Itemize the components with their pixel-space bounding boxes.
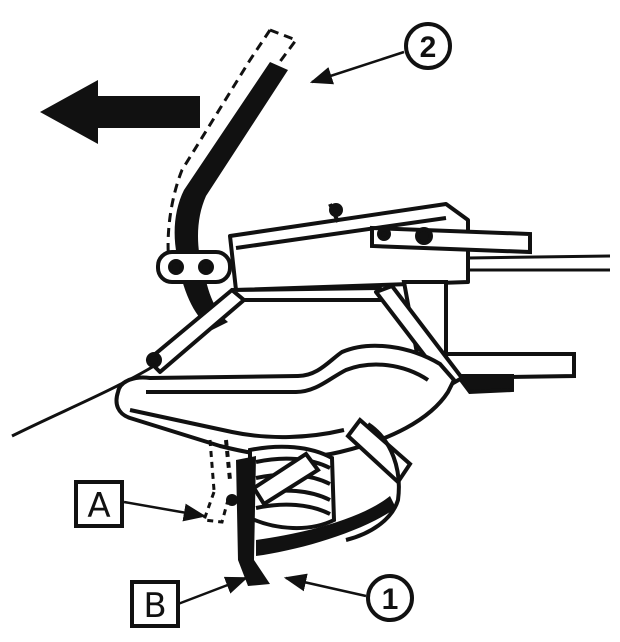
- callout-circle: [404, 22, 452, 70]
- label-a: A: [74, 480, 124, 528]
- spring-assembly: [224, 417, 413, 542]
- label-a-letter: A: [87, 486, 110, 526]
- callout-1: 1: [366, 574, 414, 622]
- callout-1-number: 1: [382, 583, 399, 616]
- leader-2: [309, 50, 405, 85]
- lower-rail: [444, 352, 576, 395]
- callout-leaders: [123, 50, 405, 606]
- label-b: B: [130, 580, 180, 628]
- upper-rail: [370, 225, 532, 255]
- leader-a: [123, 500, 207, 522]
- callout-2: 2: [404, 22, 452, 70]
- lower-lever-arm: [226, 456, 396, 586]
- guide-wires: [467, 254, 611, 272]
- pedal-alternate-dashed: [201, 439, 230, 524]
- main-housing: [228, 202, 470, 292]
- mounting-bracket: [156, 250, 232, 284]
- label-b-letter: B: [143, 586, 166, 626]
- label-box: [130, 580, 180, 628]
- leader-b: [177, 576, 249, 606]
- leader-1: [283, 573, 367, 598]
- callout-circle: [366, 574, 414, 622]
- cable: [11, 364, 155, 438]
- direction-arrow-left: [40, 80, 200, 144]
- callout-2-number: 2: [420, 31, 437, 64]
- label-box: [74, 480, 124, 528]
